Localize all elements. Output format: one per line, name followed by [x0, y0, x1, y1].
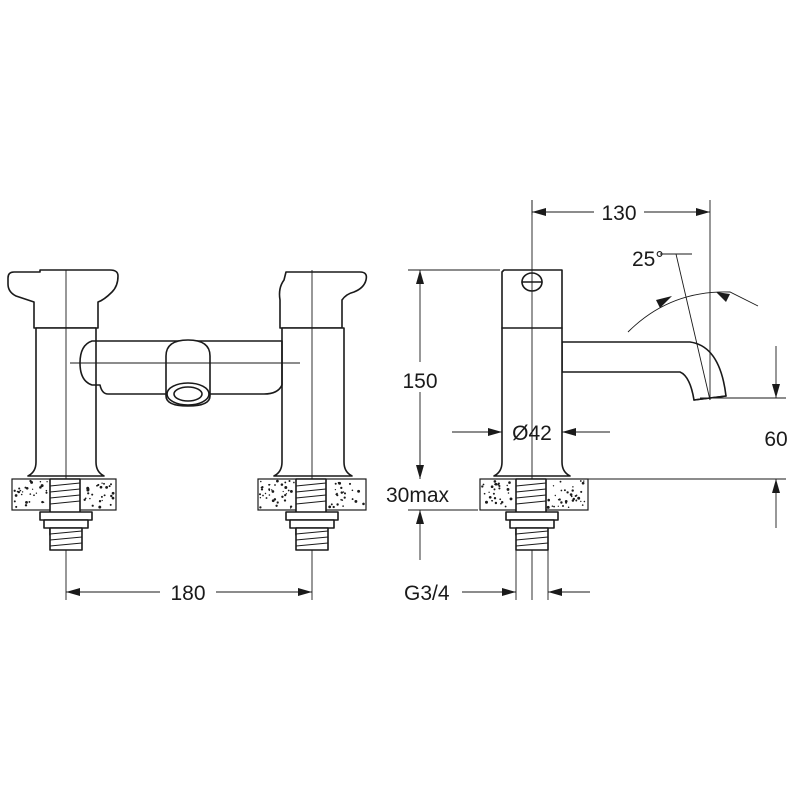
counter-stipple [13, 479, 586, 509]
dimension-counter: 30max [386, 484, 450, 507]
dimension-thread: G3/4 [404, 582, 450, 605]
dimension-spout-height: 60 [764, 428, 787, 451]
right-handle [278, 271, 368, 329]
right-pillar [273, 327, 353, 477]
dimension-diameter: Ø42 [512, 422, 552, 445]
dimension-angle: 25° [632, 248, 664, 271]
front-view: 180 [7, 269, 368, 606]
left-handle [7, 269, 119, 329]
dimension-projection: 130 [601, 202, 636, 225]
dimension-height: 150 [402, 370, 437, 393]
side-view: 130 25° 150 Ø42 60 30max [386, 198, 788, 605]
dimension-centres: 180 [170, 582, 205, 605]
side-spout [561, 341, 727, 401]
